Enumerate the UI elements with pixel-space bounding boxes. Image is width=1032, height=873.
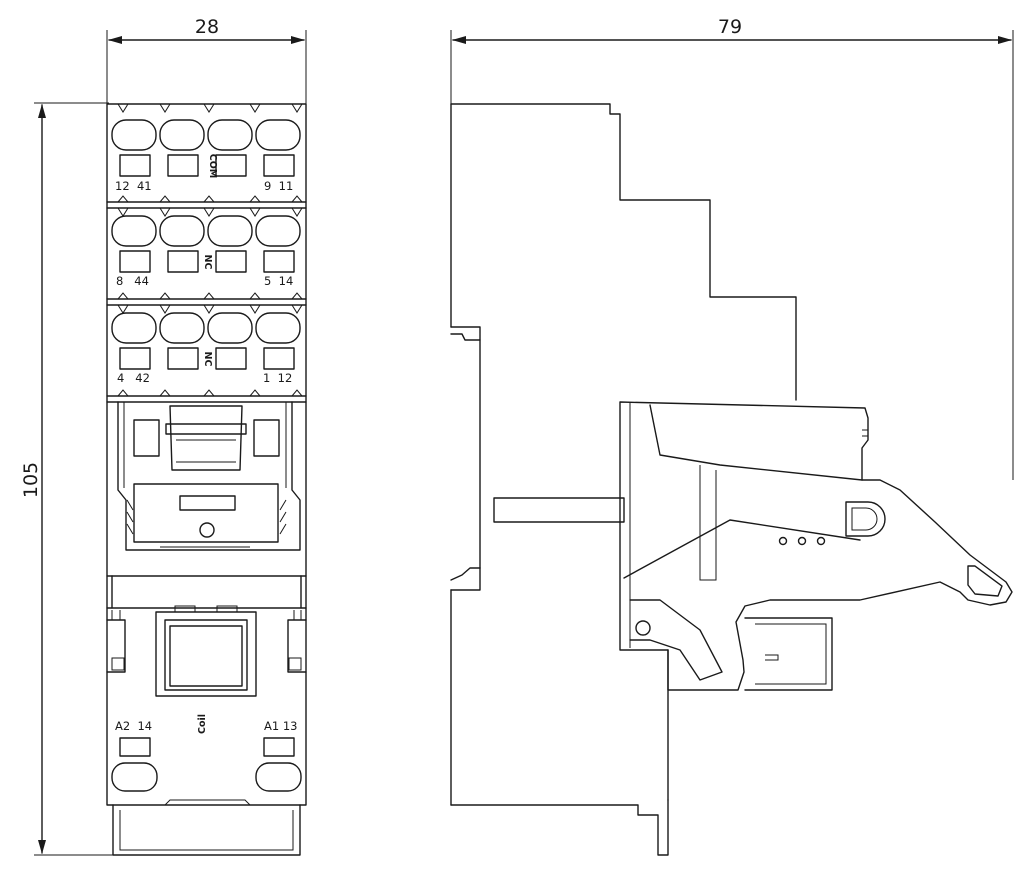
terminal-numbers-right: 5 14 — [264, 274, 293, 288]
section-label-nc-2: NC — [202, 352, 213, 367]
terminal-numbers-left: 12 41 — [115, 179, 152, 193]
terminal-block-3: NC 4 42 1 12 — [111, 312, 301, 385]
terminal-numbers-left: 8 44 — [116, 274, 149, 288]
terminal-block-1: COM 12 41 9 11 — [111, 119, 301, 193]
dimension-width: 28 — [106, 16, 307, 108]
side-view — [450, 103, 1013, 856]
coil-terminals-left: A2 14 — [115, 719, 152, 733]
width-value: 28 — [195, 16, 219, 38]
terminal-numbers-left: 4 42 — [117, 371, 150, 385]
dimension-depth: 79 — [450, 16, 1014, 480]
relay-clip-area — [117, 401, 301, 551]
terminal-block-2: NC 8 44 5 14 — [111, 215, 301, 288]
terminal-numbers-right: 9 11 — [264, 179, 293, 193]
front-view: COM 12 41 9 11 NC 8 44 5 14 — [106, 103, 307, 856]
coil-terminals-right: A1 13 — [264, 719, 297, 733]
terminal-numbers-right: 1 12 — [263, 371, 292, 385]
depth-value: 79 — [718, 16, 742, 38]
coil-label: Coil — [197, 714, 208, 734]
height-value: 105 — [20, 462, 42, 498]
section-label-nc-1: NC — [202, 255, 213, 270]
coil-area: Coil A2 14 A1 13 — [106, 605, 307, 792]
dimension-height: 105 — [20, 102, 113, 856]
section-label-com: COM — [207, 154, 218, 179]
